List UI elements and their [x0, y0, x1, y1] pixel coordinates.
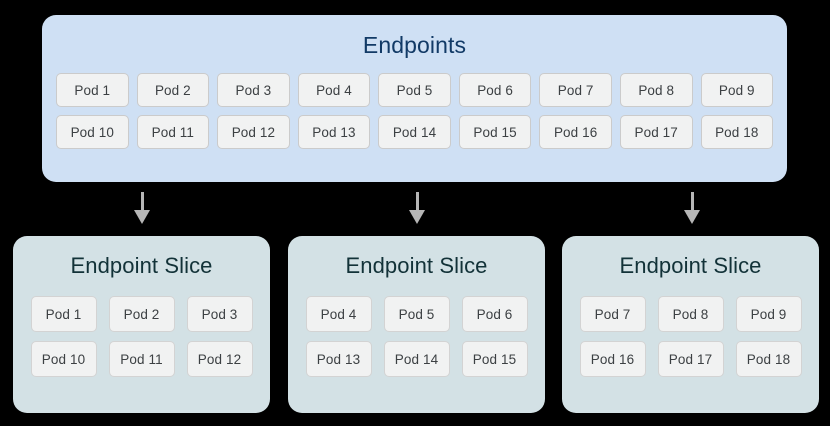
- endpoint-slice-pod-row-1: Pod 7 Pod 8 Pod 9: [562, 296, 819, 332]
- endpoint-slice-title: Endpoint Slice: [345, 253, 488, 278]
- pod-chip[interactable]: Pod 1: [56, 73, 129, 107]
- pod-chip[interactable]: Pod 10: [30, 341, 97, 377]
- arrow-down-icon: [681, 192, 703, 224]
- endpoint-slice-pod-grid: Pod 7 Pod 8 Pod 9 Pod 16 Pod 17 Pod 18: [562, 277, 819, 377]
- pod-chip[interactable]: Pod 3: [186, 296, 253, 332]
- pod-chip[interactable]: Pod 9: [700, 73, 774, 107]
- pod-chip[interactable]: Pod 7: [579, 296, 646, 332]
- pod-chip[interactable]: Pod 14: [378, 115, 451, 149]
- endpoint-slice-panel-3: Endpoint Slice Pod 7 Pod 8 Pod 9 Pod 16 …: [562, 236, 819, 413]
- pod-chip[interactable]: Pod 5: [378, 73, 451, 107]
- pod-chip[interactable]: Pod 17: [619, 115, 693, 149]
- pod-chip[interactable]: Pod 17: [657, 341, 724, 377]
- pod-chip[interactable]: Pod 2: [136, 73, 210, 107]
- pod-chip[interactable]: Pod 18: [700, 115, 774, 149]
- arrow-down-icon: [131, 192, 153, 224]
- arrow-head: [409, 210, 425, 224]
- endpoint-slice-panel-1: Endpoint Slice Pod 1 Pod 2 Pod 3 Pod 10 …: [13, 236, 270, 413]
- pod-chip[interactable]: Pod 15: [461, 341, 528, 377]
- endpoint-slice-pod-row-1: Pod 1 Pod 2 Pod 3: [13, 296, 270, 332]
- arrow-down-icon: [406, 192, 428, 224]
- pod-chip[interactable]: Pod 4: [305, 296, 372, 332]
- endpoint-slice-title: Endpoint Slice: [70, 253, 213, 278]
- pod-chip[interactable]: Pod 8: [657, 296, 724, 332]
- pod-chip[interactable]: Pod 3: [217, 73, 290, 107]
- endpoints-pod-row-2: Pod 10 Pod 11 Pod 12 Pod 13 Pod 14 Pod 1…: [56, 115, 774, 149]
- pod-chip[interactable]: Pod 8: [619, 73, 693, 107]
- endpoints-pod-grid: Pod 1 Pod 2 Pod 3 Pod 4 Pod 5 Pod 6 Pod …: [42, 57, 787, 149]
- pod-chip[interactable]: Pod 18: [735, 341, 802, 377]
- pod-chip[interactable]: Pod 5: [383, 296, 450, 332]
- endpoint-slice-pod-row-1: Pod 4 Pod 5 Pod 6: [288, 296, 545, 332]
- arrow-shaft: [416, 192, 419, 214]
- pod-chip[interactable]: Pod 1: [30, 296, 97, 332]
- pod-chip[interactable]: Pod 4: [297, 73, 371, 107]
- arrow-head: [134, 210, 150, 224]
- arrow-head: [684, 210, 700, 224]
- endpoint-slice-pod-grid: Pod 4 Pod 5 Pod 6 Pod 13 Pod 14 Pod 15: [288, 277, 545, 377]
- endpoints-title: Endpoints: [362, 32, 467, 58]
- pod-chip[interactable]: Pod 10: [56, 115, 129, 149]
- endpoint-slice-pod-row-2: Pod 16 Pod 17 Pod 18: [562, 341, 819, 377]
- pod-chip[interactable]: Pod 11: [136, 115, 210, 149]
- pod-chip[interactable]: Pod 13: [305, 341, 372, 377]
- pod-chip[interactable]: Pod 16: [579, 341, 646, 377]
- pod-chip[interactable]: Pod 9: [735, 296, 802, 332]
- endpoint-slice-pod-grid: Pod 1 Pod 2 Pod 3 Pod 10 Pod 11 Pod 12: [13, 277, 270, 377]
- pod-chip[interactable]: Pod 12: [217, 115, 290, 149]
- endpoint-slice-panel-2: Endpoint Slice Pod 4 Pod 5 Pod 6 Pod 13 …: [288, 236, 545, 413]
- endpoint-slice-pod-row-2: Pod 10 Pod 11 Pod 12: [13, 341, 270, 377]
- endpoint-slice-pod-row-2: Pod 13 Pod 14 Pod 15: [288, 341, 545, 377]
- pod-chip[interactable]: Pod 15: [458, 115, 532, 149]
- pod-chip[interactable]: Pod 7: [539, 73, 612, 107]
- arrow-shaft: [141, 192, 144, 214]
- pod-chip[interactable]: Pod 13: [297, 115, 371, 149]
- pod-chip[interactable]: Pod 2: [108, 296, 175, 332]
- pod-chip[interactable]: Pod 16: [539, 115, 612, 149]
- pod-chip[interactable]: Pod 11: [108, 341, 175, 377]
- pod-chip[interactable]: Pod 12: [186, 341, 253, 377]
- endpoints-pod-row-1: Pod 1 Pod 2 Pod 3 Pod 4 Pod 5 Pod 6 Pod …: [56, 73, 774, 107]
- endpoints-panel: Endpoints Pod 1 Pod 2 Pod 3 Pod 4 Pod 5 …: [42, 15, 787, 182]
- endpoint-slice-title: Endpoint Slice: [619, 253, 762, 278]
- pod-chip[interactable]: Pod 6: [458, 73, 532, 107]
- pod-chip[interactable]: Pod 14: [383, 341, 450, 377]
- arrow-shaft: [691, 192, 694, 214]
- pod-chip[interactable]: Pod 6: [461, 296, 528, 332]
